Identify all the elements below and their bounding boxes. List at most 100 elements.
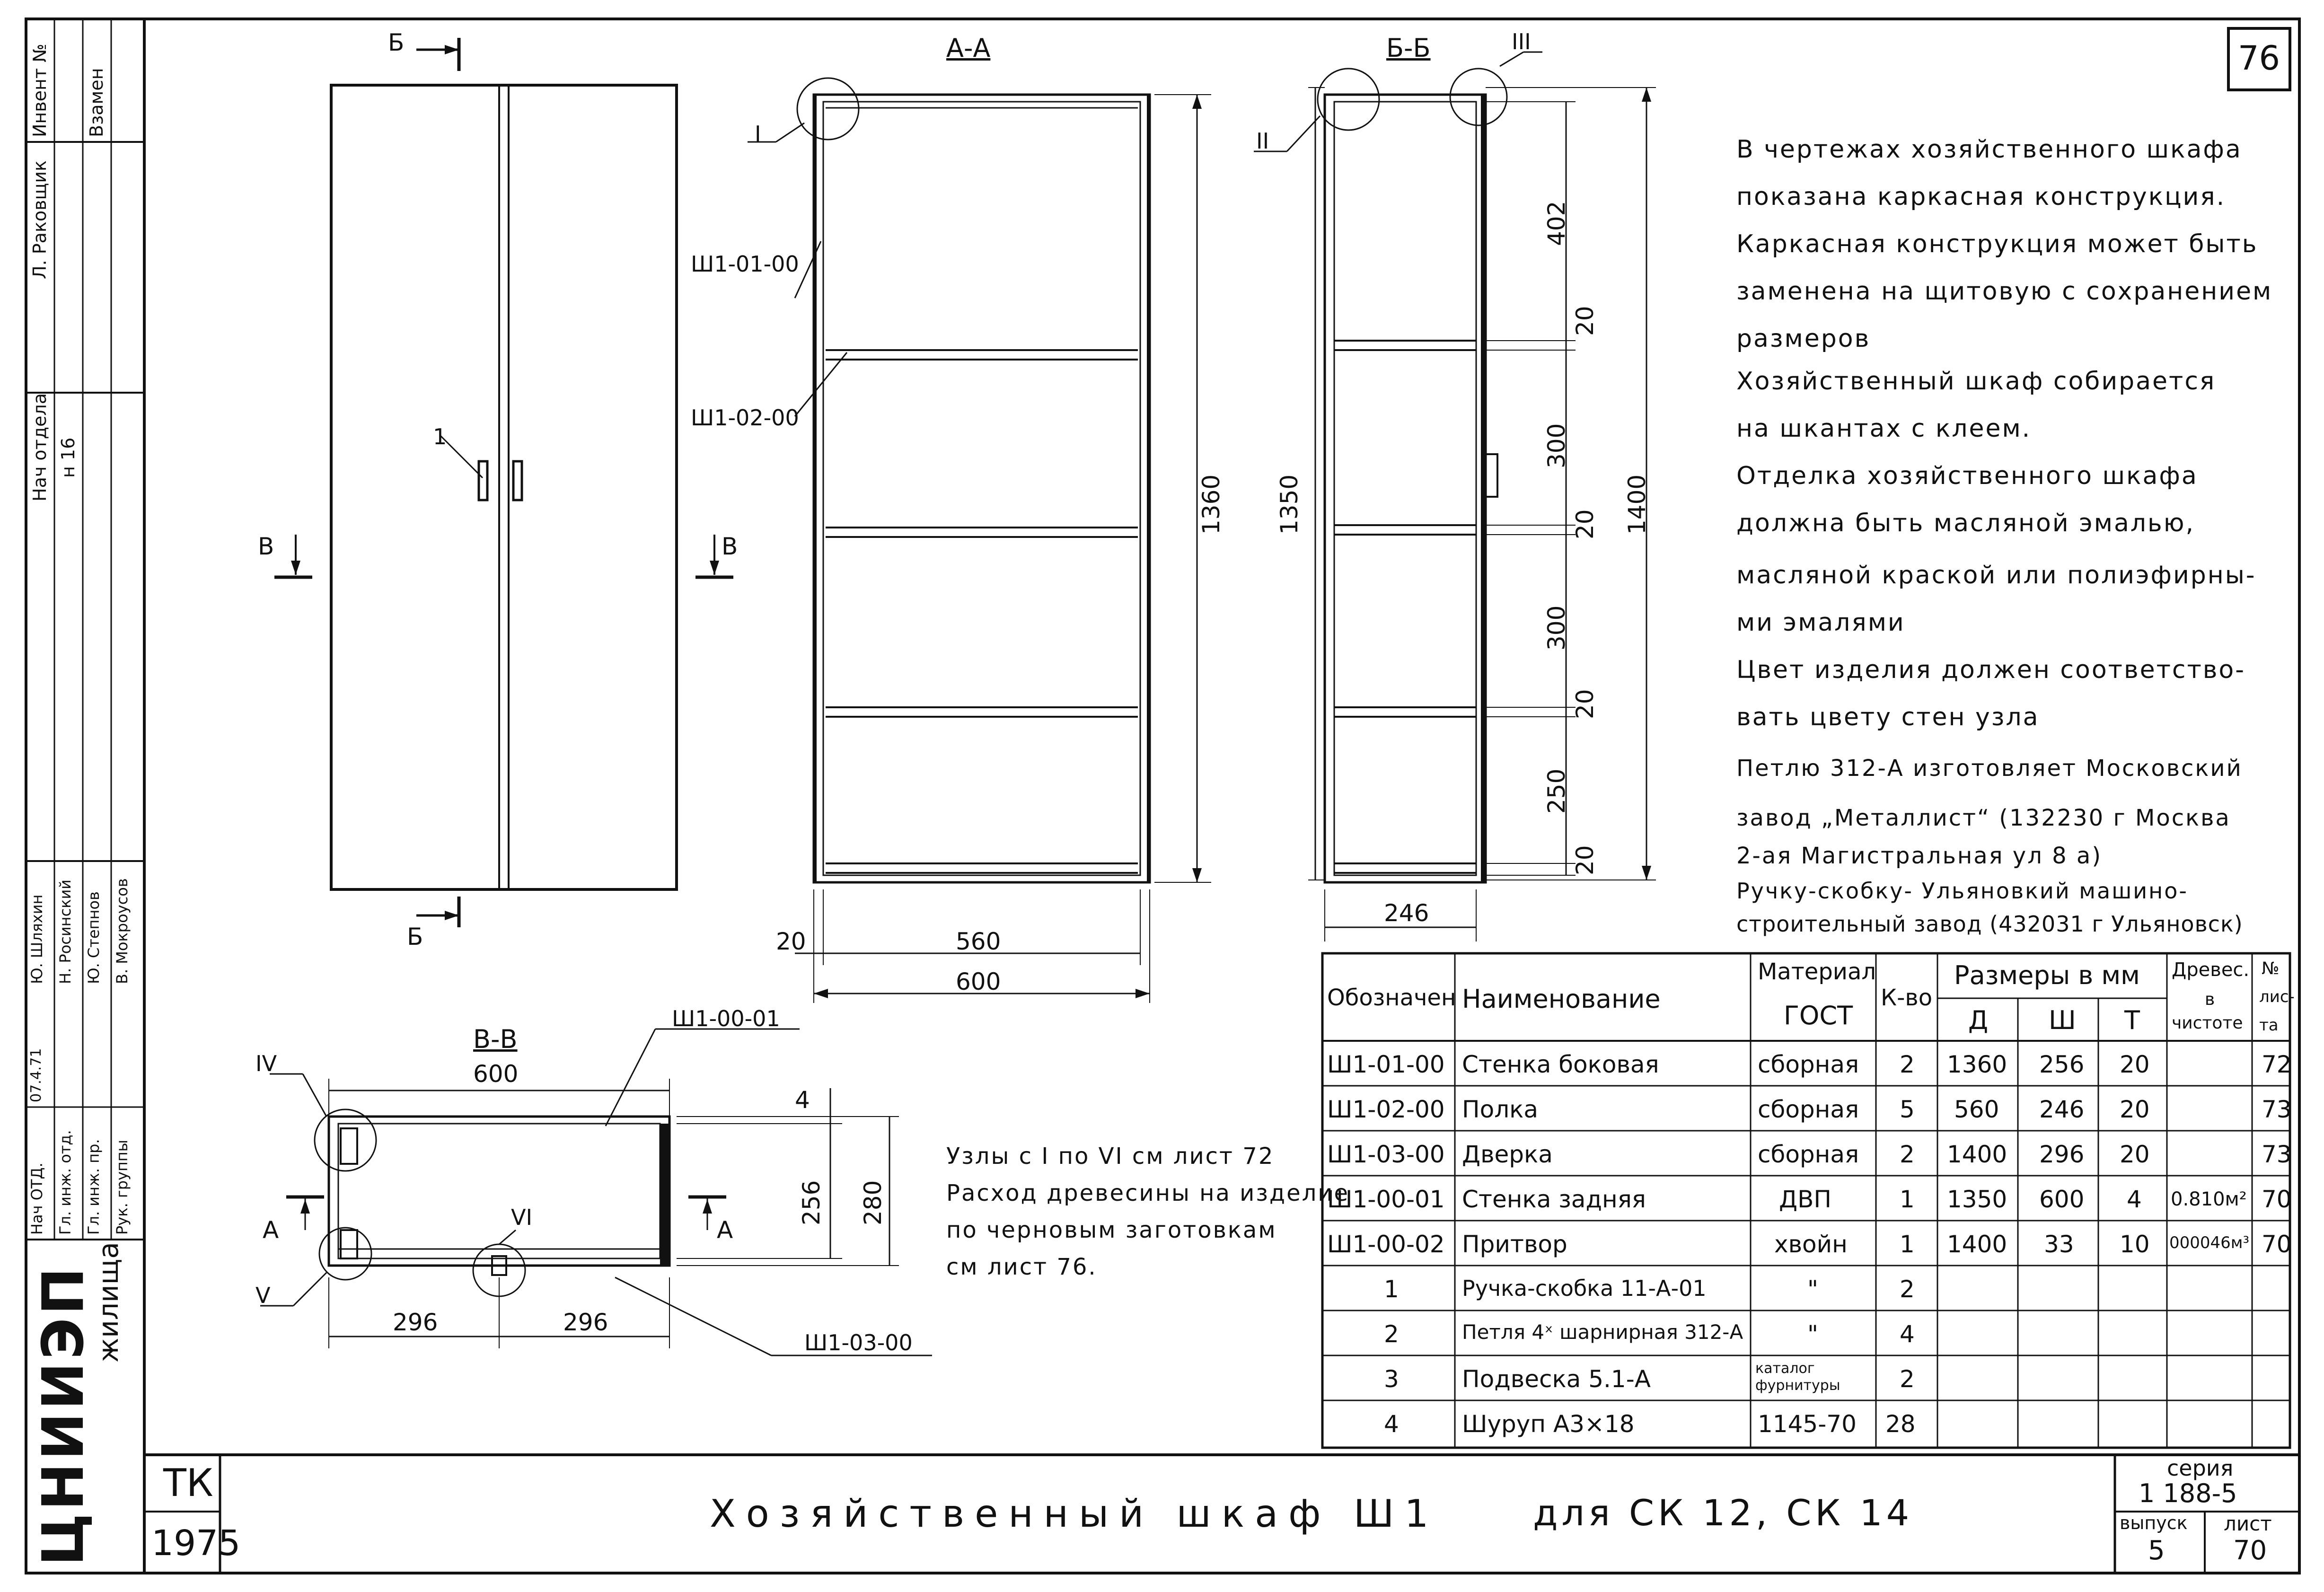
series-label: серия	[2167, 1455, 2234, 1481]
table-cell-designation: 1	[1384, 1275, 1399, 1303]
section-a-left-label: А	[263, 1216, 279, 1244]
th-name: Наименование	[1462, 984, 1661, 1014]
nodes-note: Узлы с I по VI см лист 72 Расход древеси…	[946, 1145, 1349, 1278]
note-line: строительный завод (432031 г Ульяновск)	[1736, 911, 2243, 937]
table-cell-designation: Ш1-00-02	[1327, 1231, 1445, 1258]
note-line: на шкантах с клеем.	[1736, 414, 2032, 443]
role-3: Гл. инж. пр.	[85, 1139, 103, 1235]
th-qty: К-во	[1881, 985, 1933, 1011]
node-i-label: I	[755, 121, 761, 147]
table-cell-d: 1360	[1947, 1051, 2007, 1078]
vv-dim-top: 600	[473, 1060, 519, 1088]
drawing-title: Хозяйственный шкаф Ш1	[710, 1492, 1439, 1536]
dept-head-label: Нач отдела	[29, 393, 50, 501]
table-cell-t: 4	[2127, 1186, 2142, 1213]
name-1: Ю. Шляхин	[28, 894, 46, 984]
table-cell-material: "	[1807, 1275, 1818, 1303]
note-line: вать цвету стен узла	[1736, 703, 2040, 731]
sheet-number: 76	[2238, 39, 2280, 78]
table-cell-qty: 2	[1900, 1365, 1915, 1393]
aa-dim-width: 600	[956, 968, 1001, 995]
bb-dim-20-d: 20	[1571, 845, 1599, 875]
note-line: завод „Металлист“ (132230 г Москва	[1736, 805, 2231, 831]
replace-label: Взамен	[86, 68, 107, 137]
th-wood-1: Древес.	[2172, 959, 2250, 981]
table-cell-designation: Ш1-01-00	[1327, 1051, 1445, 1078]
table-cell-t: 20	[2120, 1051, 2150, 1078]
sign-date: 07.4.71	[28, 1048, 44, 1102]
node-ii-label: II	[1256, 128, 1269, 154]
note-line: В чертежах хозяйственного шкафа	[1736, 135, 2242, 164]
nodes-note-line: Расход древесины на изделие	[946, 1180, 1349, 1206]
table-cell-designation: Ш1-03-00	[1327, 1141, 1445, 1168]
vv-dim-depth: 280	[859, 1180, 887, 1225]
table-cell-sheet: 73	[2262, 1096, 2292, 1123]
bb-dim-depth: 246	[1384, 899, 1429, 927]
note-line: Ручку-скобку- Ульяновкий машино-	[1736, 878, 2188, 904]
table-cell-d: 1400	[1947, 1231, 2007, 1258]
bb-dim-total: 1400	[1623, 474, 1651, 535]
title-block-code: ТК	[163, 1461, 213, 1505]
table-cell-name: Стенка боковая	[1462, 1051, 1659, 1078]
table-cell-t: 20	[2120, 1096, 2150, 1123]
issue-value: 5	[2148, 1535, 2165, 1566]
table-cell-material: 1145-70	[1758, 1410, 1857, 1438]
node-vi-label: VI	[511, 1205, 533, 1230]
section-aa-title: А-А	[946, 33, 991, 63]
note-line: Каркасная конструкция может быть	[1736, 230, 2258, 258]
table-cell-t: 20	[2120, 1141, 2150, 1168]
th-sizes: Размеры в мм	[1954, 960, 2140, 990]
table-cell-sh: 256	[2039, 1051, 2085, 1078]
table-cell-material: сборная	[1758, 1051, 1859, 1078]
table-cell-t: 10	[2120, 1231, 2150, 1258]
door-handle-callout: 1	[433, 424, 447, 449]
bb-dim-20-c: 20	[1571, 689, 1599, 719]
table-cell-d: 1350	[1947, 1186, 2007, 1213]
org-name: ЦНИИЭП	[31, 1264, 97, 1566]
note-line: Хозяйственный шкаф собирается	[1736, 367, 2216, 396]
table-cell-qty: 2	[1900, 1051, 1915, 1078]
role-2: Гл. инж. отд.	[56, 1130, 74, 1235]
bb-dim-20-a: 20	[1571, 306, 1599, 336]
table-cell-designation: 2	[1384, 1320, 1399, 1348]
th-size-sh: Ш	[2049, 1005, 2076, 1035]
table-cell-qty: 5	[1900, 1096, 1915, 1123]
table-cell-designation: 3	[1384, 1365, 1399, 1393]
aa-hatch-right	[1147, 95, 1151, 882]
table-cell-sheet: 72	[2262, 1051, 2292, 1078]
th-wood-2: в	[2205, 990, 2215, 1009]
table-cell-d: 560	[1954, 1096, 1999, 1123]
table-cell-designation: Ш1-00-01	[1327, 1186, 1445, 1213]
dept-number: н 16	[58, 437, 79, 478]
th-wood-3: чистоте	[2172, 1013, 2243, 1033]
section-vv-title: В-В	[473, 1024, 518, 1054]
aa-dim-inner-width: 560	[956, 928, 1001, 955]
bb-dim-402: 402	[1543, 201, 1570, 246]
note-line: Петлю 312-А изготовляет Московский	[1736, 755, 2243, 782]
part-door-label: Ш1-03-00	[804, 1330, 913, 1355]
table-cell-sheet: 73	[2262, 1141, 2292, 1168]
nodes-note-line: Узлы с I по VI см лист 72	[946, 1143, 1275, 1170]
front-view-outline	[330, 84, 678, 891]
section-a-right-label: А	[717, 1216, 733, 1244]
issue-label: выпуск	[2120, 1513, 2188, 1533]
table-cell-sh: 296	[2039, 1141, 2085, 1168]
title-block-year: 1975	[151, 1523, 241, 1564]
table-cell-material: каталог фурнитуры	[1755, 1360, 1840, 1394]
th-designation: Обозначен	[1327, 985, 1456, 1011]
table-cell-sheet: 70	[2262, 1186, 2292, 1213]
table-cell-qty: 28	[1885, 1410, 1916, 1438]
node-iv-label: IV	[255, 1051, 277, 1076]
bb-dim-300-a: 300	[1543, 423, 1570, 468]
drafter-name: Л. Раковщик	[29, 160, 50, 279]
part-side-wall-label: Ш1-01-00	[691, 251, 799, 277]
note-line: Отделка хозяйственного шкафа	[1736, 462, 2198, 490]
name-4: В. Мокроусов	[113, 878, 131, 984]
table-cell-designation: 4	[1384, 1410, 1399, 1438]
bb-dim-300-b: 300	[1543, 605, 1570, 651]
drawing-subtitle: для СК 12, СК 14	[1533, 1492, 1913, 1534]
part-shelf-label: Ш1-02-00	[691, 405, 799, 431]
vv-hatch-right	[660, 1124, 669, 1266]
bb-dim-inner-total: 1350	[1276, 474, 1303, 535]
table-cell-material: "	[1807, 1320, 1818, 1348]
